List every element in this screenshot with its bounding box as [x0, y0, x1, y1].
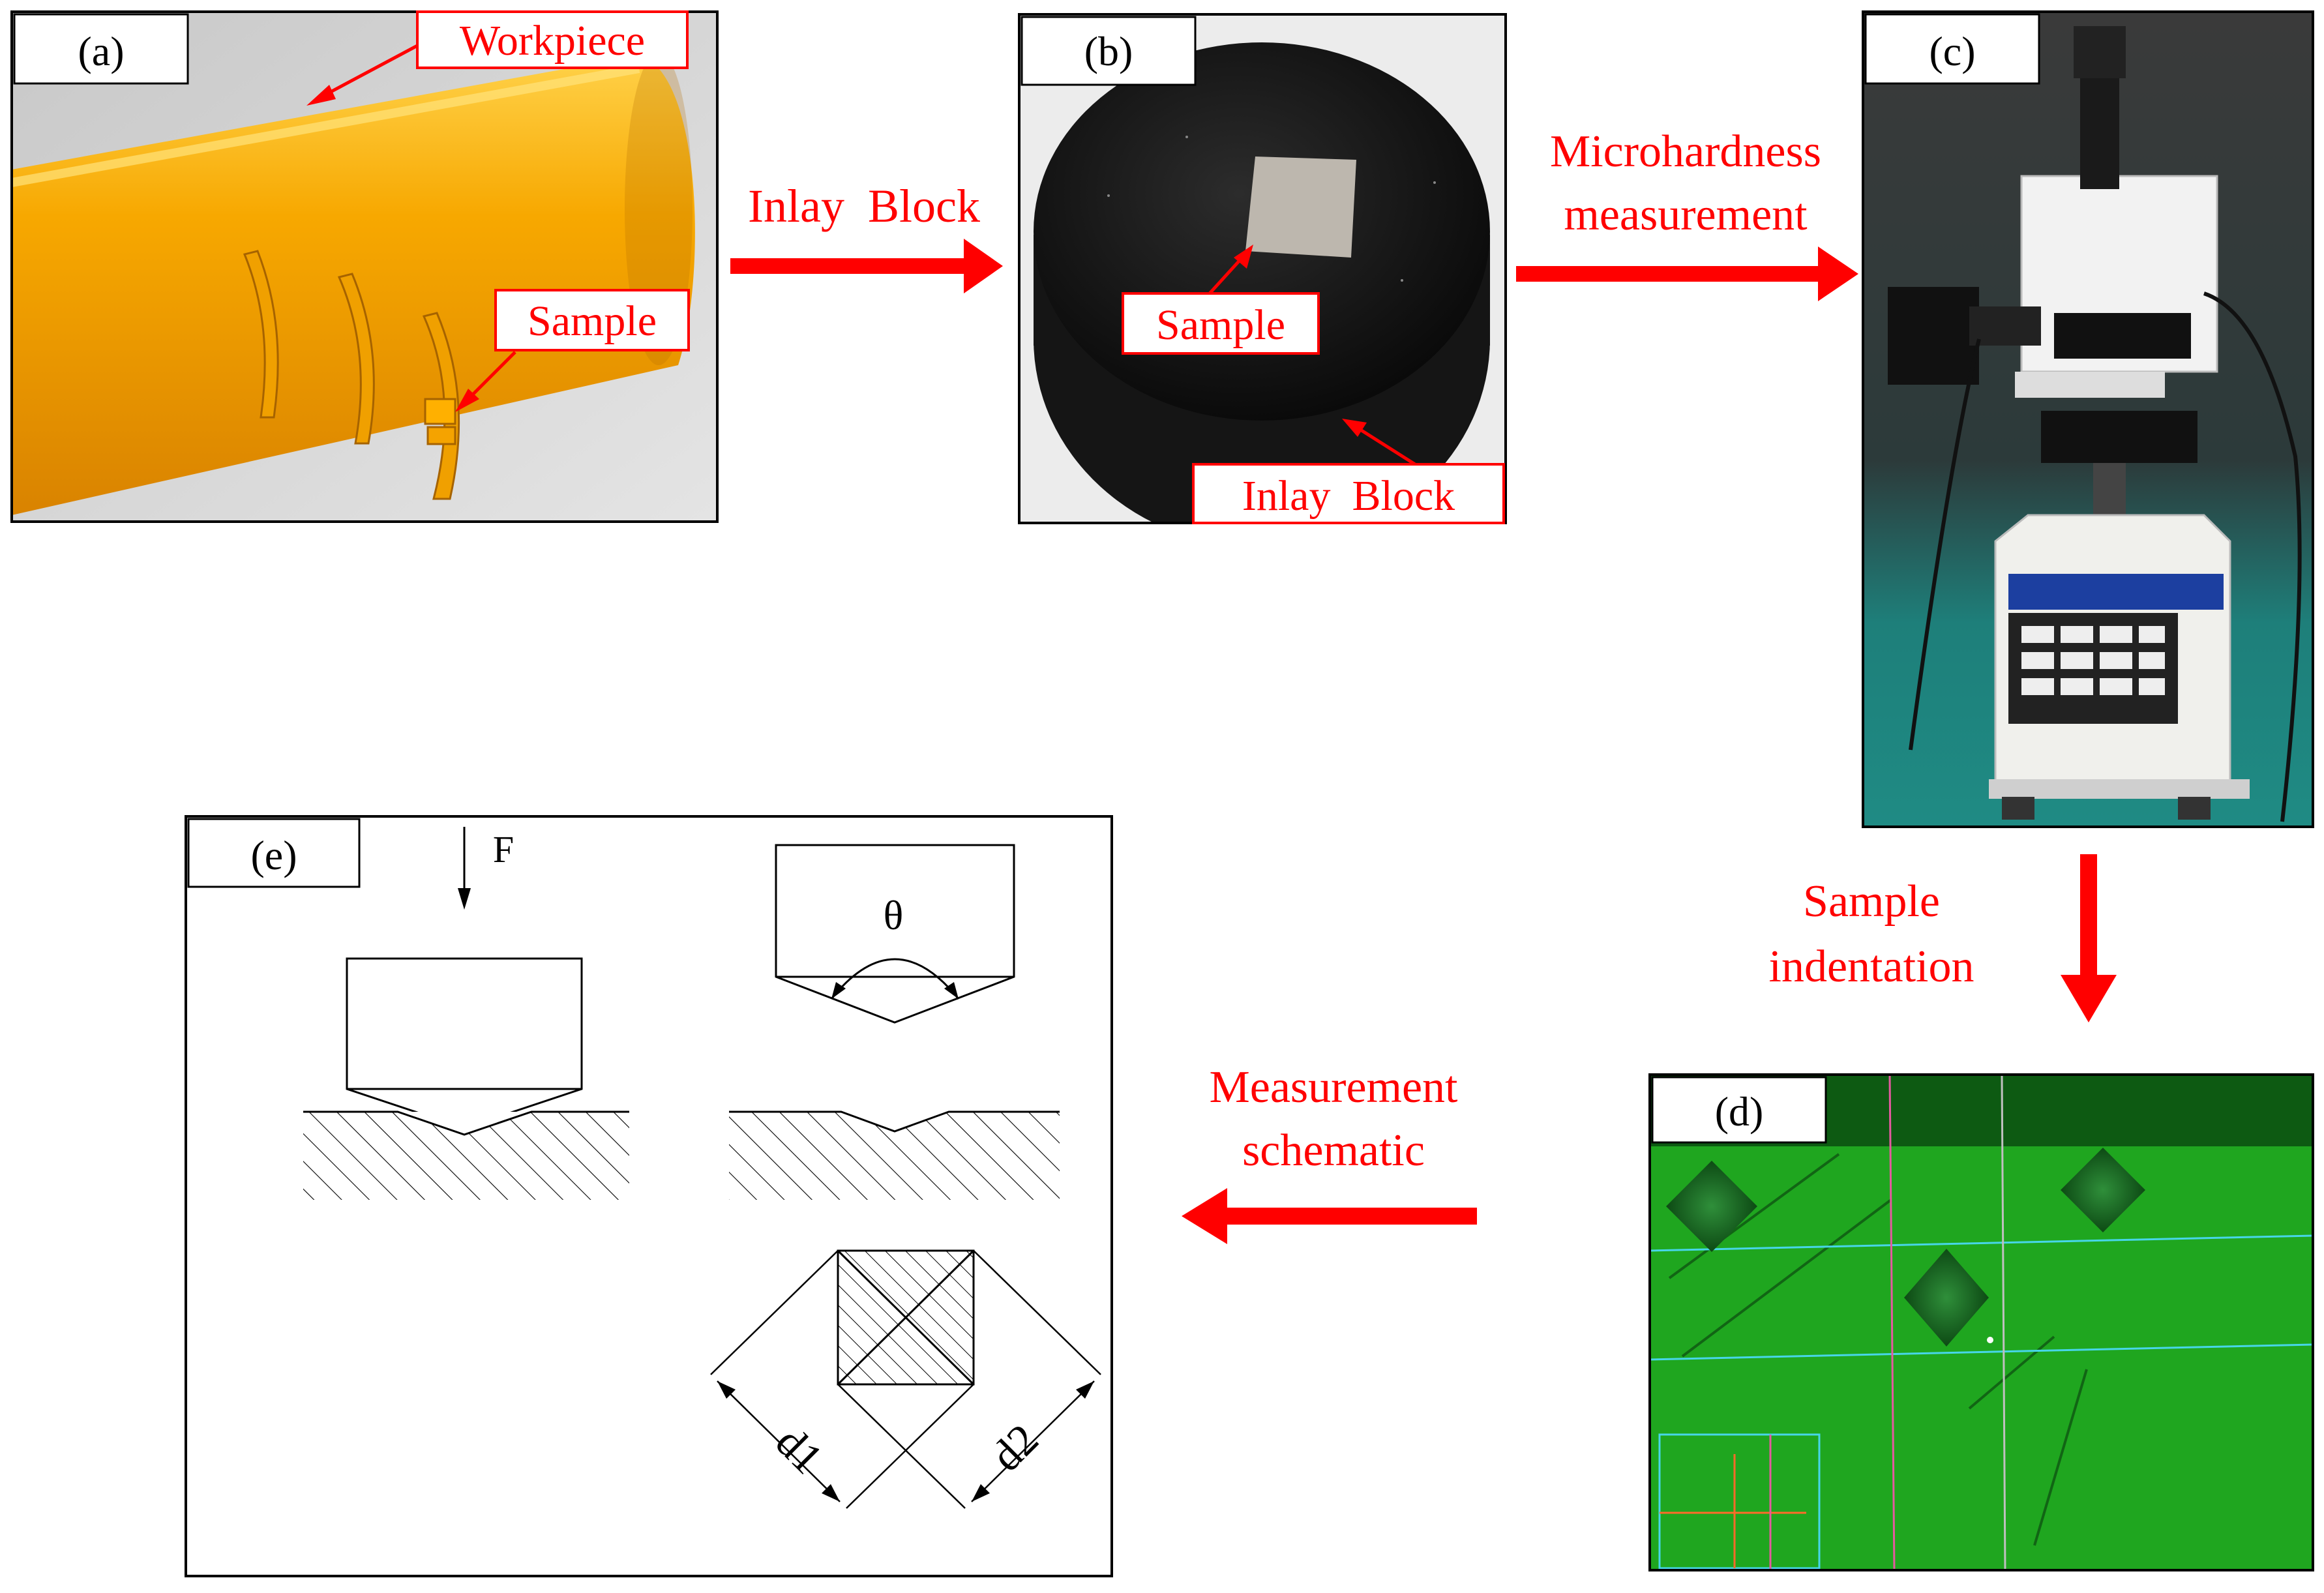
panel-b — [1018, 13, 1507, 524]
panel-b-tag: (b) — [1084, 28, 1133, 74]
panel-c-tag-box — [1864, 13, 2040, 85]
force-arrow — [458, 827, 471, 910]
arrow-b-to-c-label-2: measurement — [1564, 190, 1808, 240]
panel-c-tag: (c) — [1929, 28, 1975, 74]
arrow-a-to-b — [730, 239, 1003, 293]
panel-d — [1648, 1073, 2314, 1571]
panel-a-tag: (a) — [78, 28, 124, 74]
d2-dimension-line — [971, 1380, 1095, 1502]
arrow-b-to-c — [1516, 246, 1858, 301]
slice-1 — [243, 250, 279, 419]
workpiece-label-box — [416, 10, 689, 69]
indenter-left — [346, 957, 583, 1129]
arrow-c-to-d — [2061, 854, 2117, 1022]
arrow-b-to-c-label-1: Microhardness — [1550, 127, 1821, 177]
arrow-a-to-b-label: Inlay Block — [748, 180, 980, 232]
workpiece-label: Workpiece — [460, 17, 645, 65]
theta-arc — [830, 958, 960, 1000]
indent-1 — [1666, 1161, 1757, 1252]
indent-2 — [2061, 1148, 2145, 1232]
inlay-label-box-b — [1192, 463, 1505, 524]
slice-3 — [422, 312, 460, 500]
sample-label-box-b — [1122, 292, 1320, 355]
panel-d-tag: (d) — [1715, 1088, 1764, 1135]
panel-a — [10, 10, 719, 523]
sample-label-b: Sample — [1156, 301, 1285, 349]
arrow-d-to-e-label-1: Measurement — [1210, 1062, 1459, 1112]
panel-a-tag-box — [13, 13, 189, 85]
slice-2 — [337, 273, 375, 445]
sample-label-box-a — [494, 289, 690, 351]
force-label: F — [493, 828, 514, 871]
sample-label-a: Sample — [528, 297, 657, 345]
specimen-right-surface — [729, 1110, 1060, 1133]
arrow-c-to-d-label-2: indentation — [1769, 942, 1974, 992]
indent-3 — [1904, 1249, 1989, 1347]
arrow-c-to-d-label-1: Sample — [1803, 876, 1940, 927]
panel-d-tag-box — [1651, 1076, 1827, 1144]
arrow-d-to-e-label-2: schematic — [1242, 1125, 1425, 1176]
panel-c — [1862, 10, 2314, 828]
specimen-left-surface — [303, 1110, 629, 1136]
panel-b-tag-box — [1020, 16, 1197, 86]
arrow-d-to-e — [1182, 1188, 1477, 1244]
theta-label: θ — [884, 892, 904, 938]
d1-dimension-line — [717, 1380, 841, 1502]
panel-e-tag-box — [187, 818, 361, 888]
panel-e-tag: (e) — [250, 832, 297, 878]
inlay-label-b: Inlay Block — [1242, 472, 1455, 520]
embedded-sample — [1245, 156, 1356, 258]
indenter-right — [775, 844, 1015, 1024]
panel-e — [185, 815, 1113, 1577]
